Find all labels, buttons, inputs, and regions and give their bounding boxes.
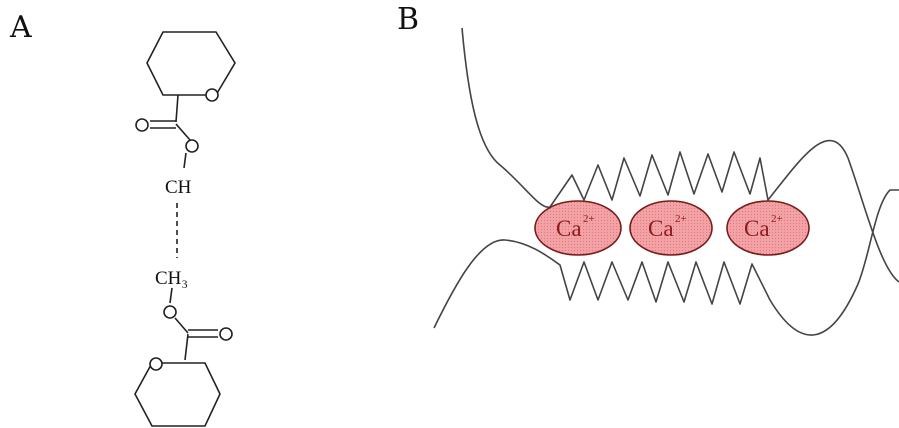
bond	[183, 152, 187, 169]
lower-chain	[433, 189, 899, 336]
bottom-ring-oxygen	[149, 357, 163, 371]
top-ring-oxygen	[205, 88, 219, 102]
panel-label-b: B	[397, 2, 420, 37]
ion-charge: 2+	[675, 213, 687, 225]
ester-oxygen	[185, 139, 199, 153]
ester-oxygen-lower	[163, 305, 177, 319]
bond	[175, 123, 191, 141]
calcium-ion: Ca 2+	[629, 200, 713, 256]
top-ring	[146, 31, 236, 96]
ion-symbol: Ca	[556, 216, 582, 241]
carbonyl-oxygen-lower	[219, 327, 233, 341]
carbonyl-oxygen	[135, 118, 149, 132]
ch3-label: CH₃	[155, 268, 188, 289]
ion-charge: 2+	[583, 213, 595, 225]
upper-chain	[461, 27, 899, 283]
calcium-ion: Ca 2+	[534, 200, 622, 256]
panel-label-a: A	[10, 10, 32, 45]
bond	[184, 333, 189, 361]
ion-charge: 2+	[771, 213, 783, 225]
ion-symbol: Ca	[648, 216, 674, 241]
egg-box-model	[433, 27, 899, 336]
bottom-ring	[134, 362, 221, 427]
ch-label: CH	[165, 177, 192, 198]
calcium-ion: Ca 2+	[726, 200, 810, 256]
bond	[175, 94, 179, 123]
bond	[169, 287, 173, 304]
bond	[174, 317, 189, 334]
ion-symbol: Ca	[744, 216, 770, 241]
structure-a	[134, 31, 236, 427]
